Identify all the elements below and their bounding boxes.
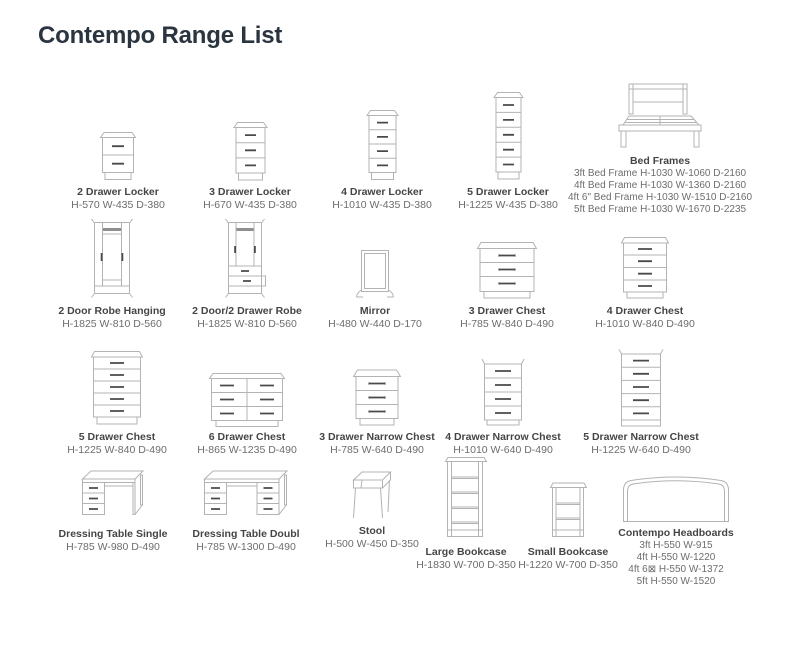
item-dressing-table-double: Dressing Table Doubl H-785 W-1300 D-490 xyxy=(184,464,308,554)
item-6-drawer-chest: 6 Drawer Chest H-865 W-1235 D-490 xyxy=(182,343,312,457)
item-dims: H-1225 W-840 D-490 xyxy=(67,444,167,456)
item-dims: H-865 W-1235 D-490 xyxy=(197,444,297,456)
item-name: 3 Drawer Narrow Chest xyxy=(319,431,435,443)
6-drawer-chest-drawing xyxy=(207,370,287,428)
small-bookcase-drawing xyxy=(548,479,588,543)
item-2-door-2-drawer-robe: 2 Door/2 Drawer Robe H-1825 W-810 D-560 xyxy=(182,218,312,331)
item-3-drawer-narrow-chest: 3 Drawer Narrow Chest H-785 W-640 D-490 xyxy=(315,343,439,457)
item-4-drawer-locker: 4 Drawer Locker H-1010 W-435 D-380 xyxy=(322,85,442,212)
item-dims: H-1010 W-435 D-380 xyxy=(332,199,432,211)
mirror-drawing xyxy=(354,248,396,300)
item-3-drawer-chest: 3 Drawer Chest H-785 W-840 D-490 xyxy=(442,218,572,331)
item-dims: H-500 W-450 D-350 xyxy=(325,538,419,550)
3-drawer-chest-drawing xyxy=(475,238,539,302)
dressing-table-double-drawing xyxy=(202,467,290,525)
item-mirror: Mirror H-480 W-440 D-170 xyxy=(315,218,435,331)
item-dims-line: 4ft 6⊠ H-550 W-1372 xyxy=(628,564,724,575)
item-dims-line: 4ft Bed Frame H-1030 W-1360 D-2160 xyxy=(573,180,747,191)
item-dims: H-1825 W-810 D-560 xyxy=(197,318,297,330)
item-name: 4 Drawer Chest xyxy=(606,305,684,317)
4-drawer-chest-drawing xyxy=(619,234,671,302)
item-name: 6 Drawer Chest xyxy=(208,431,286,443)
item-name: 4 Drawer Narrow Chest xyxy=(445,431,561,443)
item-contempo-headboards: Contempo Headboards 3ft H-550 W-915 4ft … xyxy=(601,462,751,588)
4-drawer-locker-drawing xyxy=(365,107,400,183)
item-name: Stool xyxy=(358,525,386,537)
item-bed-frames: Bed Frames 3ft Bed Frame H-1030 W-1060 D… xyxy=(568,82,753,216)
item-name: 5 Drawer Narrow Chest xyxy=(583,431,699,443)
item-2-door-robe-hanging: 2 Door Robe Hanging H-1825 W-810 D-560 xyxy=(52,218,172,331)
item-dims: H-1010 W-640 D-490 xyxy=(453,444,553,456)
headboard-drawing xyxy=(621,470,731,524)
item-5-drawer-locker: 5 Drawer Locker H-1225 W-435 D-380 xyxy=(448,85,568,212)
item-dims: H-785 W-640 D-490 xyxy=(330,444,424,456)
2-door-robe-hanging-drawing xyxy=(90,218,134,302)
bed-frame-drawing xyxy=(615,82,705,152)
item-name: Contempo Headboards xyxy=(618,527,734,539)
item-name: 2 Drawer Locker xyxy=(77,186,159,198)
page-title: Contempo Range List xyxy=(38,22,283,49)
5-drawer-narrow-chest-drawing xyxy=(617,346,665,428)
item-name: 4 Drawer Locker xyxy=(341,186,423,198)
item-dims-line: 5ft Bed Frame H-1030 W-1670 D-2235 xyxy=(573,204,747,215)
item-name: Mirror xyxy=(359,305,391,317)
item-dims: H-1225 W-640 D-490 xyxy=(591,444,691,456)
item-dims: H-570 W-435 D-380 xyxy=(71,199,165,211)
item-dims: H-1830 W-700 D-350 xyxy=(416,559,516,571)
large-bookcase-drawing xyxy=(443,455,489,543)
item-name: 5 Drawer Locker xyxy=(467,186,549,198)
item-name: 3 Drawer Locker xyxy=(209,186,291,198)
item-dims: H-480 W-440 D-170 xyxy=(328,318,422,330)
item-dressing-table-single: Dressing Table Single H-785 W-980 D-490 xyxy=(51,464,175,554)
item-dims: H-1225 W-435 D-380 xyxy=(458,199,558,211)
2-drawer-locker-drawing xyxy=(98,129,138,183)
item-small-bookcase: Small Bookcase H-1220 W-700 D-350 xyxy=(518,458,618,572)
item-name: 2 Door/2 Drawer Robe xyxy=(192,305,302,317)
dressing-table-single-drawing xyxy=(80,467,146,525)
5-drawer-locker-drawing xyxy=(492,89,525,183)
item-2-drawer-locker: 2 Drawer Locker H-570 W-435 D-380 xyxy=(58,85,178,212)
item-dims-line: 4ft H-550 W-1220 xyxy=(636,552,716,563)
item-name: Dressing Table Single xyxy=(58,528,168,540)
3-drawer-locker-drawing xyxy=(232,119,269,183)
item-dims-line: 5ft H-550 W-1520 xyxy=(636,576,716,587)
4-drawer-narrow-chest-drawing xyxy=(480,356,526,428)
item-dims: H-785 W-980 D-490 xyxy=(66,541,160,553)
item-dims-line: 3ft H-550 W-915 xyxy=(639,540,713,551)
item-name: Bed Frames xyxy=(629,155,691,167)
item-5-drawer-chest: 5 Drawer Chest H-1225 W-840 D-490 xyxy=(57,343,177,457)
item-name: Small Bookcase xyxy=(527,546,609,558)
item-dims: H-785 W-840 D-490 xyxy=(460,318,554,330)
item-name: 3 Drawer Chest xyxy=(468,305,546,317)
3-drawer-narrow-chest-drawing xyxy=(351,366,403,428)
stool-drawing xyxy=(351,468,393,522)
item-dims: H-1825 W-810 D-560 xyxy=(62,318,162,330)
2-door-2-drawer-robe-drawing xyxy=(224,218,270,302)
item-name: Dressing Table Doubl xyxy=(192,528,300,540)
item-large-bookcase: Large Bookcase H-1830 W-700 D-350 xyxy=(416,455,516,572)
item-name: Large Bookcase xyxy=(425,546,507,558)
item-4-drawer-chest: 4 Drawer Chest H-1010 W-840 D-490 xyxy=(580,218,710,331)
item-dims: H-1220 W-700 D-350 xyxy=(518,559,618,571)
item-name: 2 Door Robe Hanging xyxy=(58,305,166,317)
item-dims-line: 3ft Bed Frame H-1030 W-1060 D-2160 xyxy=(573,168,747,179)
item-dims: H-1010 W-840 D-490 xyxy=(595,318,695,330)
item-stool: Stool H-500 W-450 D-350 xyxy=(312,466,432,551)
item-4-drawer-narrow-chest: 4 Drawer Narrow Chest H-1010 W-640 D-490 xyxy=(441,343,565,457)
item-5-drawer-narrow-chest: 5 Drawer Narrow Chest H-1225 W-640 D-490 xyxy=(579,343,703,457)
item-3-drawer-locker: 3 Drawer Locker H-670 W-435 D-380 xyxy=(190,85,310,212)
item-dims-line: 4ft 6" Bed Frame H-1030 W-1510 D-2160 xyxy=(568,192,753,203)
item-dims: H-785 W-1300 D-490 xyxy=(196,541,296,553)
5-drawer-chest-drawing xyxy=(89,348,145,428)
item-name: 5 Drawer Chest xyxy=(78,431,156,443)
item-dims: H-670 W-435 D-380 xyxy=(203,199,297,211)
